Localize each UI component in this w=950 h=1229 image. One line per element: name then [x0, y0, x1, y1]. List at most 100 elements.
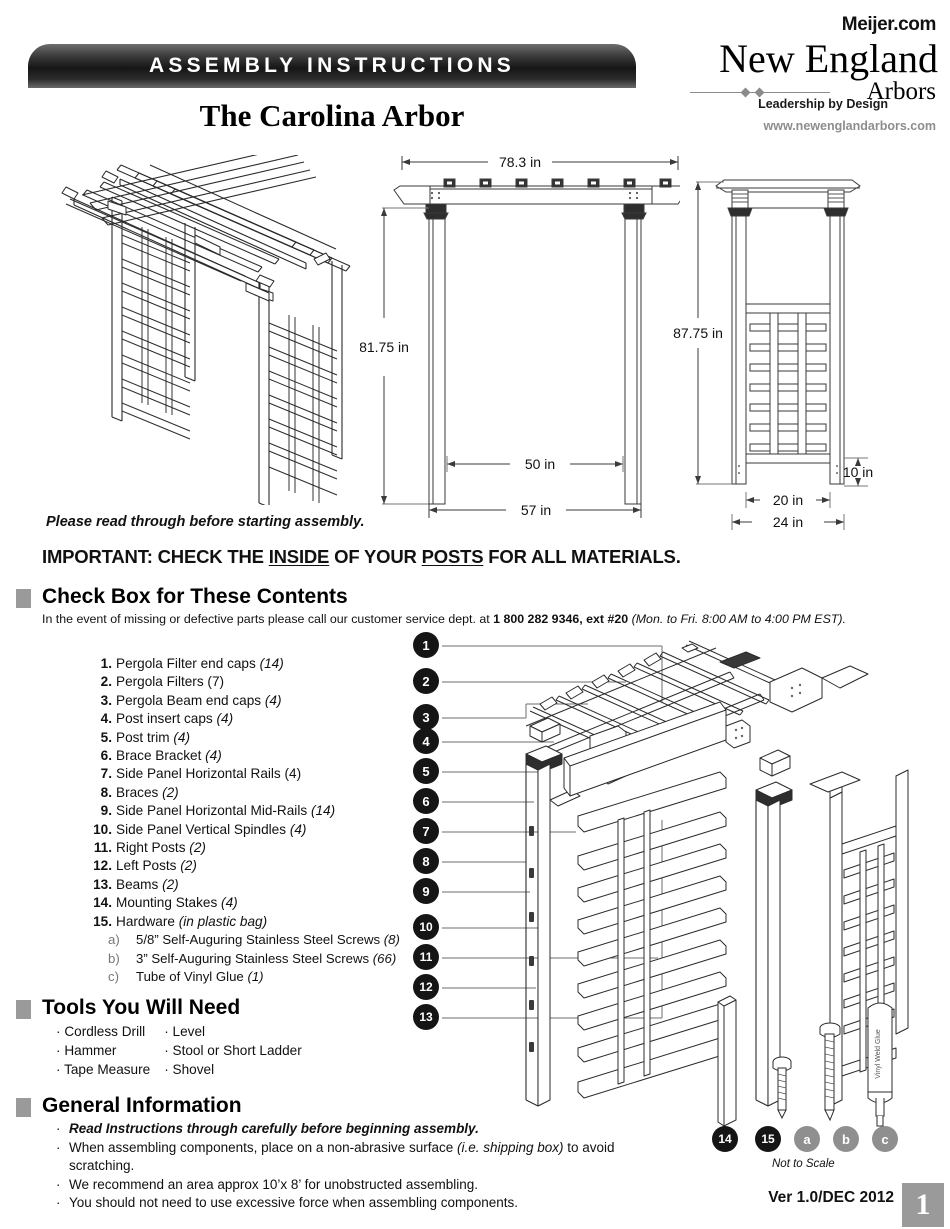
version-label: Ver 1.0/DEC 2012: [768, 1189, 894, 1206]
part-qty: (4): [284, 766, 302, 782]
list-item: 15.Hardware (in plastic bag): [90, 913, 430, 931]
part-qty: (7): [207, 674, 225, 690]
list-item: 8.Braces (2): [90, 784, 430, 802]
list-item: 13.Beams (2): [90, 876, 430, 894]
important-suffix: FOR ALL MATERIALS.: [483, 546, 681, 567]
general-text: When assembling components, place on a n…: [69, 1139, 457, 1155]
page-number: 1: [902, 1183, 944, 1227]
tools-list: Cordless Drill Level Hammer Stool or Sho…: [56, 1022, 316, 1079]
part-number: 9.: [100, 803, 112, 819]
list-item: You should not need to use excessive for…: [56, 1194, 616, 1213]
list-item: 2.Pergola Filters (7): [90, 673, 430, 691]
callout-b[interactable]: b: [833, 1126, 859, 1152]
hardware-sublist: a)5/8” Self-Auguring Stainless Steel Scr…: [90, 931, 430, 986]
important-notice: IMPORTANT: CHECK THE INSIDE OF YOUR POST…: [42, 546, 681, 568]
part-name: Brace Bracket: [116, 748, 202, 764]
callout-label: b: [842, 1131, 850, 1147]
callout-6[interactable]: 6: [413, 788, 439, 814]
callout-14[interactable]: 14: [712, 1126, 738, 1152]
list-item: 6.Brace Bracket (4): [90, 747, 430, 765]
brand-tagline: Leadership by Design: [758, 97, 888, 111]
callout-label: 5: [422, 763, 430, 779]
table-row: Hammer Stool or Short Ladder: [56, 1041, 316, 1060]
general-text: You should not need to use excessive for…: [69, 1195, 519, 1211]
part-name: Post insert caps: [116, 711, 213, 727]
list-item: When assembling components, place on a n…: [56, 1139, 616, 1176]
general-text: We recommend an area approx 10’x 8’ for …: [69, 1176, 478, 1192]
callout-label: 10: [419, 920, 433, 934]
part-name: Braces: [116, 784, 159, 800]
general-heading: General Information: [42, 1094, 242, 1117]
dim-front-width: 78.3 in: [499, 154, 541, 170]
part-name: Hardware: [116, 913, 175, 929]
callout-label: 11: [419, 950, 433, 964]
hardware-name: 3” Self-Auguring Stainless Steel Screws: [136, 950, 370, 966]
callout-label: 3: [422, 709, 430, 725]
callout-15[interactable]: 15: [755, 1126, 781, 1152]
not-to-scale-note: Not to Scale: [772, 1158, 835, 1170]
part-number: 2.: [100, 674, 112, 690]
dim-side-stake: 10 in: [843, 464, 873, 480]
tool-item: Tape Measure: [56, 1060, 164, 1079]
part-number: 12.: [93, 858, 112, 874]
hardware-qty: (66): [372, 950, 397, 966]
list-item: Read Instructions through carefully befo…: [56, 1120, 616, 1139]
callout-label: a: [803, 1131, 811, 1147]
section-marker-general: [16, 1098, 31, 1117]
banner-label: ASSEMBLY INSTRUCTIONS: [149, 54, 515, 77]
part-qty: (2): [180, 858, 197, 874]
glue-tube-label: Vinyl Weld Glue: [875, 1029, 882, 1079]
callout-label: 12: [419, 980, 433, 994]
dim-front-inner-span: 50 in: [525, 456, 555, 472]
dim-side-height: 87.75 in: [673, 325, 723, 341]
callout-label: 14: [718, 1132, 732, 1146]
callout-c[interactable]: c: [872, 1126, 898, 1152]
part-name: Side Panel Horizontal Rails: [116, 766, 281, 782]
contents-heading: Check Box for These Contents: [42, 585, 348, 608]
part-number: 5.: [100, 729, 112, 745]
assembly-instructions-banner: ASSEMBLY INSTRUCTIONS: [28, 44, 636, 88]
callout-2[interactable]: 2: [413, 668, 439, 694]
part-name: Pergola Filters: [116, 674, 204, 690]
callout-11[interactable]: 11: [413, 944, 439, 970]
callout-9[interactable]: 9: [413, 878, 439, 904]
dim-front-post-span: 57 in: [521, 502, 551, 518]
important-underline-inside: INSIDE: [268, 546, 330, 567]
list-item: 3.Pergola Beam end caps (4): [90, 692, 430, 710]
callout-label: c: [881, 1131, 889, 1147]
list-item: 11.Right Posts (2): [90, 839, 430, 857]
callout-a[interactable]: a: [794, 1126, 820, 1152]
part-qty: (14): [310, 803, 336, 819]
general-bold: Read Instructions through carefully befo…: [69, 1121, 479, 1136]
callout-label: 2: [422, 673, 430, 689]
callout-12[interactable]: 12: [413, 974, 439, 1000]
callout-5[interactable]: 5: [413, 758, 439, 784]
callout-7[interactable]: 7: [413, 818, 439, 844]
section-marker-contents: [16, 589, 31, 608]
customer-service-note: In the event of missing or defective par…: [42, 612, 932, 626]
part-qty: (4): [264, 692, 282, 708]
part-qty: (in plastic bag): [178, 913, 268, 929]
part-number: 13.: [93, 876, 112, 892]
hardware-letter: c): [108, 968, 119, 984]
callout-1[interactable]: 1: [413, 632, 439, 658]
callout-label: 13: [419, 1010, 433, 1024]
part-number: 4.: [100, 711, 112, 727]
callout-label: 15: [761, 1132, 775, 1146]
callout-8[interactable]: 8: [413, 848, 439, 874]
hardware-name: 5/8” Self-Auguring Stainless Steel Screw…: [136, 932, 381, 948]
brand-logo-name: New England: [719, 36, 938, 81]
callout-10[interactable]: 10: [413, 914, 439, 940]
callout-3[interactable]: 3: [413, 704, 439, 730]
part-number: 3.: [100, 692, 112, 708]
tool-item: Shovel: [164, 1060, 316, 1079]
read-before-assembly-note: Please read through before starting asse…: [46, 514, 365, 530]
callout-4[interactable]: 4: [413, 728, 439, 754]
dim-side-inner-depth: 20 in: [773, 492, 803, 508]
list-item: We recommend an area approx 10’x 8’ for …: [56, 1176, 616, 1195]
side-elevation-drawing: 87.75 in 10 in 20 in 24 in: [673, 179, 873, 530]
general-information-list: Read Instructions through carefully befo…: [56, 1120, 616, 1213]
parts-list: 1.Pergola Filter end caps (14) 2.Pergola…: [50, 655, 430, 986]
part-name: Mounting Stakes: [116, 895, 222, 911]
callout-13[interactable]: 13: [413, 1004, 439, 1030]
